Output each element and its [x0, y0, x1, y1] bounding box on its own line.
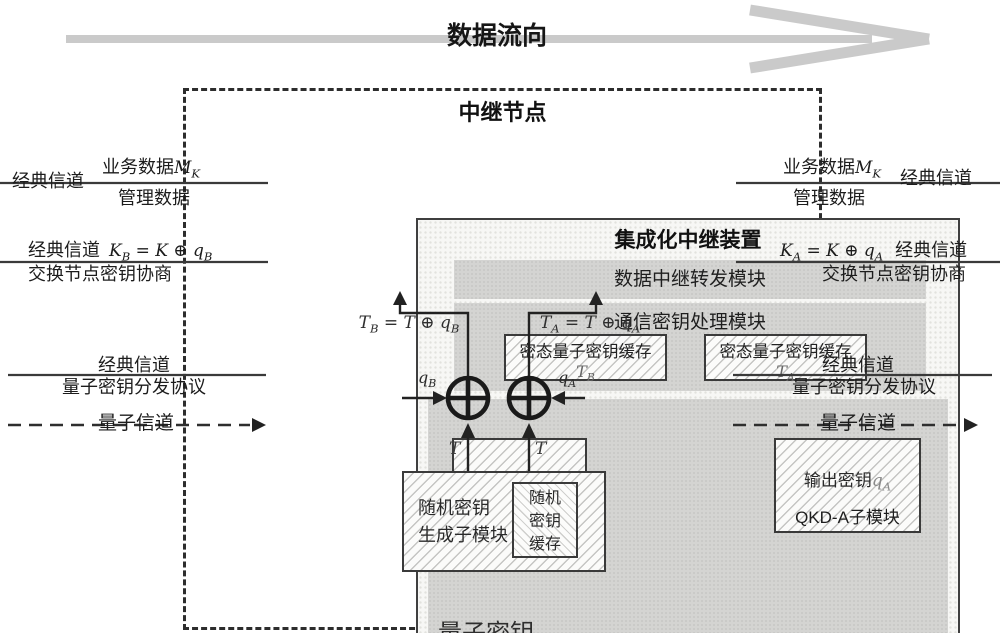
left-classic-channel-1: 经典信道	[12, 171, 84, 191]
left-classic-channel-3: 经典信道	[98, 355, 170, 375]
cache-a-var: TA	[776, 362, 795, 385]
right-node-key-negotiation: 交换节点密钥协商	[822, 264, 966, 284]
cache-b-var: TB	[576, 362, 595, 385]
right-classic-channel-3: 经典信道	[822, 355, 894, 375]
formula-tb: TB = T ⊕ qB	[358, 313, 460, 336]
qkd-a-output-key: 输出密钥qA	[803, 471, 892, 494]
comm-key-module-title: 通信密钥处理模块	[613, 312, 766, 333]
t-wire-label-right: T	[535, 439, 547, 459]
qa-wire-label: qA	[558, 368, 577, 391]
data-relay-module: 数据中继转发模块	[454, 260, 926, 299]
left-business-data: 业务数据MK	[102, 157, 201, 181]
formula-kb: KB = K ⊕ qB	[109, 241, 213, 264]
right-classic-channel-1: 经典信道	[900, 168, 972, 188]
right-quantum-channel: 量子信道	[820, 413, 897, 434]
cache-b-label: 密态量子密钥缓存	[519, 343, 652, 361]
cache-a-label: 密态量子密钥缓存	[719, 343, 852, 361]
integrated-device-title: 集成化中继装置	[614, 229, 762, 252]
random-key-gen-submodule-label: 随机密钥 生成子模块	[418, 498, 508, 545]
random-key-cache-label: 随机 密钥 缓存	[528, 490, 561, 553]
quantum-keygen-module-title: 量子密钥 生成模块	[438, 619, 534, 633]
qb-wire-label: qB	[418, 368, 437, 391]
relay-node-title: 中继节点	[458, 100, 547, 125]
right-qkd-protocol: 量子密钥分发协议	[792, 377, 936, 397]
formula-ka: KA = K ⊕ qA	[780, 241, 884, 264]
encrypted-qkey-cache-b: 密态量子密钥缓存 TB	[504, 334, 667, 385]
data-flow-label: 数据流向	[447, 22, 548, 50]
t-wire-label-left: T	[449, 439, 461, 459]
right-quantum-arrowhead-icon	[964, 418, 978, 432]
left-node-key-negotiation: 交换节点密钥协商	[28, 264, 172, 284]
random-key-cache-box: 随机 密钥 缓存	[512, 482, 578, 558]
qkd-a-submodule-label: QKD-A子模块	[795, 508, 900, 527]
right-business-data: 业务数据MK	[783, 157, 882, 181]
right-management-data: 管理数据	[793, 188, 865, 208]
left-qkd-protocol: 量子密钥分发协议	[62, 377, 206, 397]
formula-ta: TA = T ⊕ qA	[539, 313, 641, 336]
left-quantum-channel: 量子信道	[98, 413, 175, 434]
encrypted-qkey-cache-a: 密态量子密钥缓存 TA	[704, 334, 867, 385]
qkd-a-submodule-box: 输出密钥qA QKD-A子模块	[774, 438, 921, 533]
left-management-data: 管理数据	[118, 188, 190, 208]
